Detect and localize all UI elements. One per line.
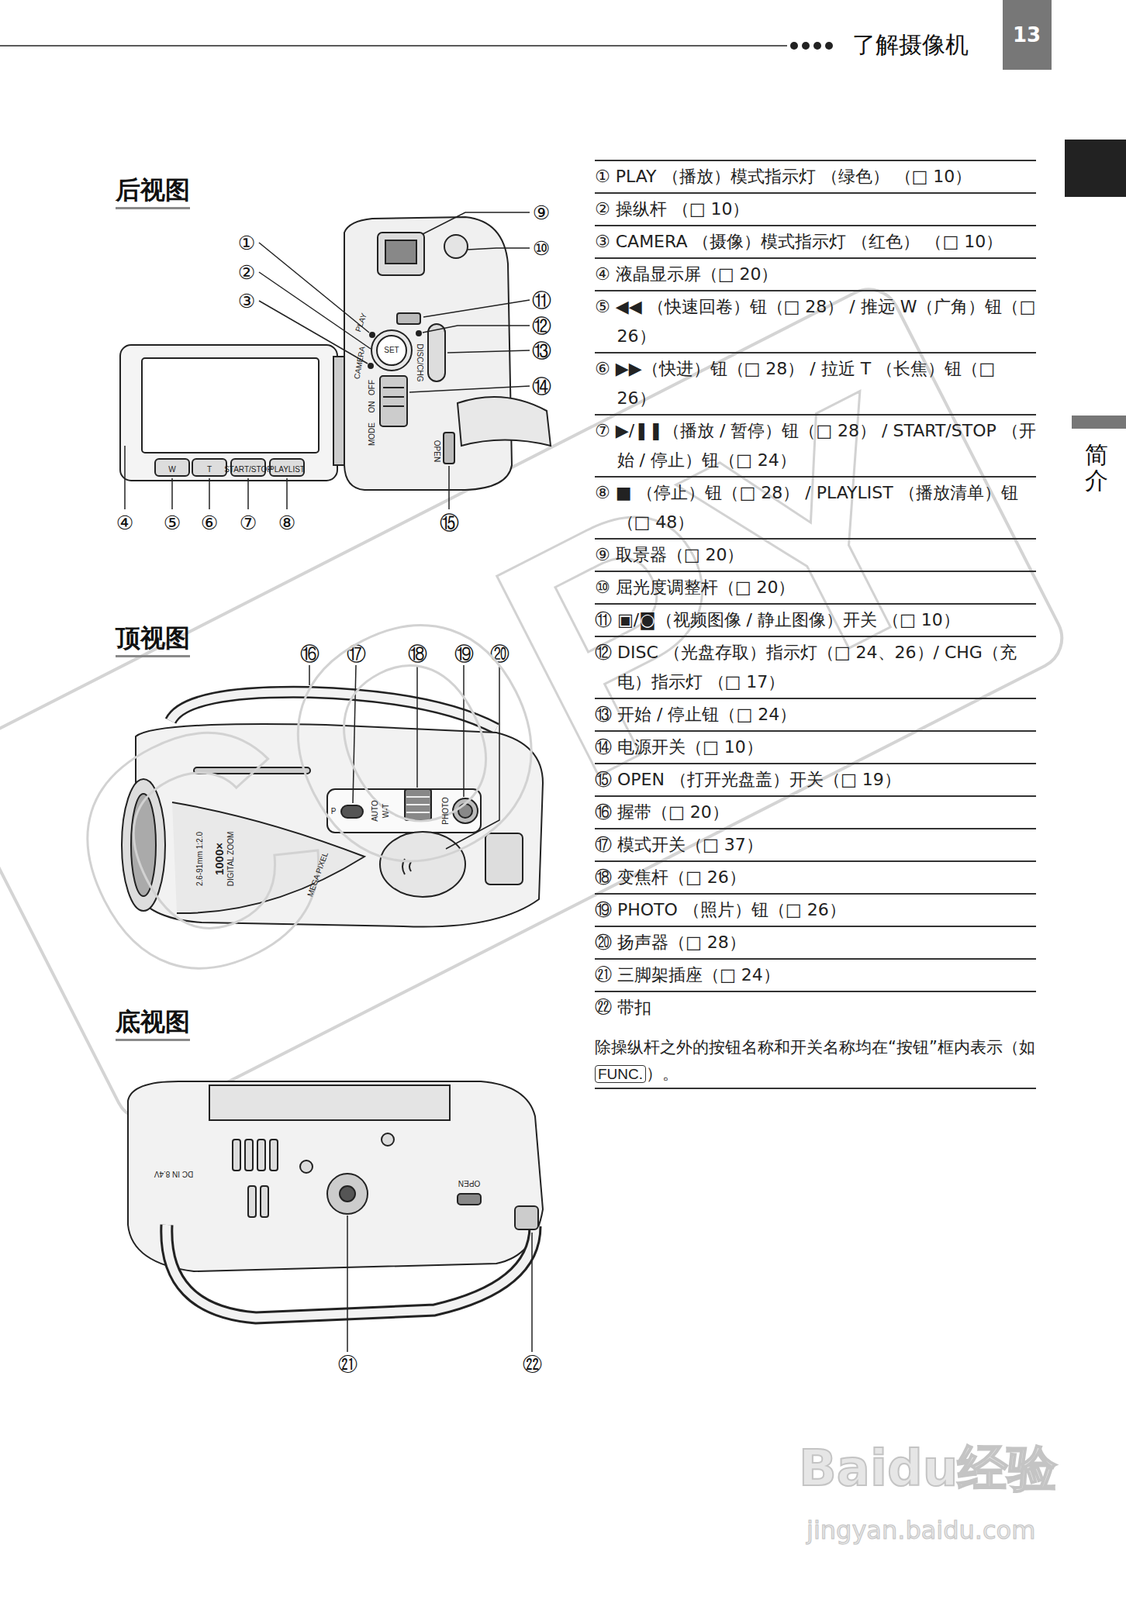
copy-watermark-frame <box>0 279 1073 1132</box>
printed-marking: T <box>207 466 212 474</box>
table-row: ⑬ 开始 / 停止钮（□ 24） <box>594 697 1037 731</box>
page-number: 13 <box>1012 24 1041 45</box>
callout-number: ⑫ <box>531 315 553 337</box>
printed-marking: DC IN 8.4V <box>154 1170 194 1178</box>
callout-number: ⑦ <box>238 512 258 534</box>
table-row: ⑥ ▶▶（快进）钮（□ 28） / 拉近 T （长焦）钮（□ 26） <box>594 352 1037 415</box>
callout-number: ⑧ <box>277 512 297 534</box>
callout-number: ④ <box>115 512 135 534</box>
printed-marking: P <box>331 808 337 816</box>
callout-number: ⑤ <box>162 512 182 534</box>
printed-marking: 1000× <box>213 842 225 876</box>
callout-number: ② <box>237 262 256 284</box>
printed-marking: OFF <box>368 379 377 396</box>
callout-number: ㉑ <box>337 1354 359 1376</box>
printed-marking: SET <box>383 346 399 355</box>
callout-number: ⑩ <box>531 238 551 260</box>
printed-marking: OPEN <box>432 440 441 463</box>
parts-table: ① PLAY （播放）模式指示灯 （绿色） （□ 10）② 操纵杆 （□ 10）… <box>594 159 1037 1090</box>
printed-marking: PHOTO <box>442 797 450 825</box>
printed-marking: DIGITAL ZOOM <box>227 832 235 888</box>
callout-number: ⑪ <box>531 290 553 311</box>
table-row: ㉒ 带扣 <box>594 991 1037 1024</box>
callout-number: ⑭ <box>531 376 553 398</box>
note-text: 除操纵杆之外的按钮名称和开关名称均在“按钮”框内表示（如 <box>594 1038 1036 1057</box>
callout-number: ③ <box>237 290 256 312</box>
view-heading: 顶视图 <box>115 623 190 658</box>
table-row: ④ 液晶显示屏（□ 20） <box>594 257 1037 291</box>
bottom-view-camera <box>127 1081 543 1319</box>
watermark: Baidu经验 <box>798 1443 1057 1494</box>
printed-marking: MODE <box>368 422 377 446</box>
table-row: ⑦ ▶/❚❚（播放 / 暂停）钮（□ 28） / START/STOP （开始 … <box>594 414 1037 477</box>
table-row: ⑩ 屈光度调整杆（□ 20） <box>594 570 1037 604</box>
callout-number: ⑥ <box>200 512 219 534</box>
printed-marking: DISC/CHG <box>415 344 424 383</box>
table-row: ⑲ PHOTO （照片）钮（□ 26） <box>594 893 1037 926</box>
table-row: ⑱ 变焦杆（□ 26） <box>594 860 1037 894</box>
printed-marking: OPEN <box>458 1179 481 1188</box>
leader-lines <box>347 1215 532 1353</box>
watermark: jingyan.baidu.com <box>806 1518 1036 1544</box>
table-row: ⑤ ◀◀ （快速回卷）钮（□ 28） / 推远 W（广角）钮（□ 26） <box>594 290 1037 353</box>
callout-number: ⑬ <box>531 340 553 362</box>
callout-number: ⑮ <box>438 512 460 534</box>
table-row: ⑪ ▣/◙（视频图像 / 静止图像）开关 （□ 10） <box>594 603 1037 636</box>
view-heading: 后视图 <box>115 175 190 210</box>
table-row: ⑭ 电源开关（□ 10） <box>594 730 1037 764</box>
table-row: ⑮ OPEN （打开光盘盖）开关（□ 19） <box>594 763 1037 796</box>
rear-view-camera <box>120 217 551 491</box>
table-row: ① PLAY （播放）模式指示灯 （绿色） （□ 10） <box>594 159 1037 193</box>
printed-marking: W <box>168 466 176 474</box>
leader-lines <box>124 212 530 510</box>
printed-marking: ON <box>368 401 377 414</box>
callout-number: ㉒ <box>521 1354 543 1376</box>
table-row: ⑧ ■ （停止）钮（□ 28） / PLAYLIST （播放清单）钮（□ 48） <box>594 476 1037 539</box>
section-tab: 简介 <box>1084 442 1109 494</box>
printed-marking: AUTO <box>371 800 380 823</box>
printed-marking: PLAYLIST <box>269 466 305 474</box>
printed-marking: W-T <box>382 804 391 819</box>
printed-marking: START/STOP <box>224 466 273 474</box>
note: 除操纵杆之外的按钮名称和开关名称均在“按钮”框内表示（如 FUNC.）。 <box>594 1034 1037 1089</box>
page-header: 了解摄像机 <box>852 31 969 59</box>
note-text: ）。 <box>645 1064 679 1084</box>
table-row: ② 操纵杆 （□ 10） <box>594 192 1037 225</box>
table-row: ⑰ 模式开关（□ 37） <box>594 828 1037 861</box>
printed-marking: 2.6-91mm 1:2.0 <box>196 832 204 887</box>
table-row: ⑳ 扬声器（□ 28） <box>594 925 1037 959</box>
table-row: ⑨ 取景器（□ 20） <box>594 538 1037 571</box>
button-name-box: FUNC. <box>594 1065 646 1084</box>
table-row: ③ CAMERA （摄像）模式指示灯 （红色） （□ 10） <box>594 224 1037 258</box>
table-row: ㉑ 三脚架插座（□ 24） <box>594 958 1037 992</box>
table-row: ⑫ DISC （光盘存取）指示灯（□ 24、26）/ CHG（充电）指示灯 （□… <box>594 635 1037 698</box>
table-row: ⑯ 握带（□ 20） <box>594 795 1037 829</box>
callout-number: ⑨ <box>531 202 551 224</box>
callout-number: ① <box>237 232 256 254</box>
